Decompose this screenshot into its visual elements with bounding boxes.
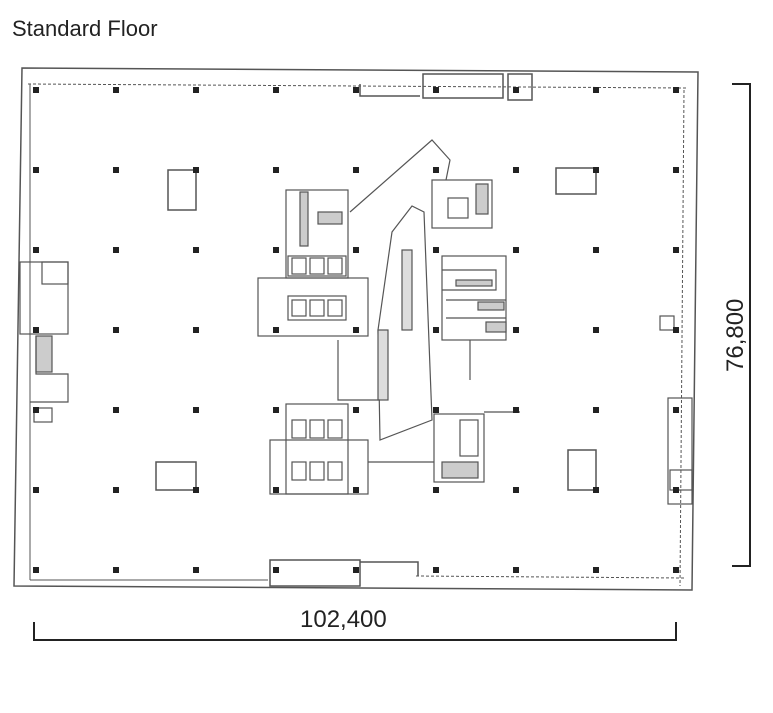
column-marker (673, 167, 679, 173)
column-marker (193, 567, 199, 573)
column-marker (513, 167, 519, 173)
dimension-line-height (732, 83, 751, 567)
column-marker (193, 87, 199, 93)
shaft (567, 449, 597, 491)
core-west-stair (19, 261, 69, 423)
column-marker (673, 567, 679, 573)
column-marker (433, 407, 439, 413)
column-marker (353, 567, 359, 573)
column-marker (673, 247, 679, 253)
column-marker (193, 327, 199, 333)
column-marker (433, 167, 439, 173)
column-marker (673, 487, 679, 493)
column-marker (113, 487, 119, 493)
column-marker (33, 247, 39, 253)
column-marker (593, 567, 599, 573)
column-marker (193, 247, 199, 253)
column-marker (513, 327, 519, 333)
column-marker (433, 247, 439, 253)
column-marker (673, 87, 679, 93)
column-marker (113, 167, 119, 173)
shaft (167, 169, 197, 211)
core-south-west (269, 403, 369, 495)
core-north-east (431, 179, 493, 229)
column-marker (513, 487, 519, 493)
core-east-toilets (441, 255, 507, 341)
dimension-line-width (33, 622, 677, 641)
column-marker (113, 567, 119, 573)
core-west-lifts (257, 277, 369, 337)
column-marker (273, 567, 279, 573)
column-marker (593, 247, 599, 253)
column-marker (433, 327, 439, 333)
atrium (337, 139, 520, 463)
column-marker (593, 327, 599, 333)
column-marker (673, 407, 679, 413)
core-north-west (285, 189, 349, 279)
column-marker (273, 87, 279, 93)
column-marker (33, 487, 39, 493)
column-marker (273, 407, 279, 413)
structural-columns (33, 87, 679, 573)
shaft (555, 167, 597, 195)
column-marker (593, 87, 599, 93)
column-marker (193, 487, 199, 493)
core-east-room (659, 315, 693, 505)
column-marker (113, 407, 119, 413)
column-marker (433, 567, 439, 573)
column-marker (33, 407, 39, 413)
column-marker (273, 167, 279, 173)
column-marker (353, 167, 359, 173)
shaft (155, 461, 197, 491)
column-marker (513, 247, 519, 253)
column-marker (273, 247, 279, 253)
column-marker (673, 327, 679, 333)
column-marker (353, 327, 359, 333)
column-marker (433, 87, 439, 93)
column-marker (593, 167, 599, 173)
column-marker (353, 487, 359, 493)
column-marker (193, 167, 199, 173)
building-outline (13, 67, 699, 591)
column-marker (33, 167, 39, 173)
column-marker (273, 487, 279, 493)
column-marker (33, 567, 39, 573)
width-dimension-label: 102,400 (300, 606, 387, 633)
column-marker (33, 87, 39, 93)
shafts (155, 167, 597, 491)
column-marker (113, 87, 119, 93)
column-marker (193, 407, 199, 413)
core-south-east (433, 413, 485, 483)
page-title: Standard Floor (12, 16, 158, 41)
column-marker (593, 407, 599, 413)
column-marker (513, 87, 519, 93)
column-marker (513, 567, 519, 573)
column-marker (353, 407, 359, 413)
column-marker (513, 407, 519, 413)
column-marker (353, 247, 359, 253)
column-marker (353, 87, 359, 93)
column-marker (593, 487, 599, 493)
column-marker (273, 327, 279, 333)
column-marker (113, 247, 119, 253)
column-marker (33, 327, 39, 333)
column-marker (113, 327, 119, 333)
height-dimension-label: 76,800 (722, 298, 749, 372)
column-marker (433, 487, 439, 493)
